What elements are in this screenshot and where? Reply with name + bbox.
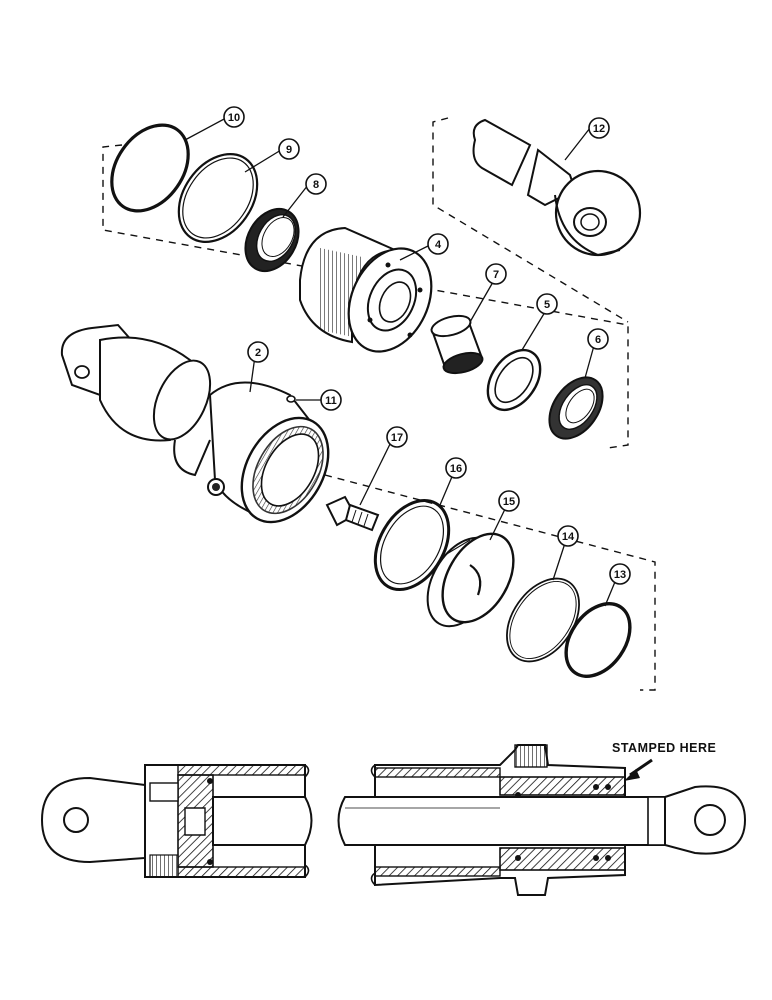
svg-text:10: 10	[228, 112, 240, 124]
callout-6: 6	[587, 328, 609, 350]
callout-13: 13	[609, 563, 631, 585]
callout-10: 10	[223, 106, 245, 128]
part-10-o-ring	[110, 123, 190, 213]
callout-12: 12	[588, 117, 610, 139]
part-2-cylinder-barrel	[60, 323, 330, 524]
callout-16: 16	[445, 457, 467, 479]
part-9-backup-ring	[177, 153, 259, 243]
part-4-gland	[299, 226, 433, 353]
leader-lines	[184, 117, 618, 607]
stamp-note: STAMPED HERE	[612, 741, 716, 755]
svg-text:8: 8	[313, 179, 319, 191]
part-5-ring	[486, 348, 542, 412]
part-15-piston	[426, 532, 515, 628]
callout-7: 7	[485, 263, 507, 285]
callout-2: 2	[247, 341, 269, 363]
svg-text:15: 15	[503, 496, 515, 508]
part-13-o-ring	[564, 602, 632, 678]
part-6-seal	[548, 376, 604, 440]
callout-8: 8	[305, 173, 327, 195]
svg-text:6: 6	[595, 334, 601, 346]
callouts: 10 9 8 4 12 7 5 6 2 11 17 16 15 14 13	[223, 106, 631, 585]
svg-text:16: 16	[450, 463, 462, 475]
svg-text:7: 7	[493, 269, 499, 281]
callout-9: 9	[278, 138, 300, 160]
callout-14: 14	[557, 525, 579, 547]
part-11-fitting	[286, 395, 296, 403]
callout-17: 17	[386, 426, 408, 448]
svg-text:11: 11	[325, 395, 337, 407]
svg-text:13: 13	[614, 569, 626, 581]
part-12-rod	[472, 118, 642, 257]
svg-text:12: 12	[593, 123, 605, 135]
svg-text:4: 4	[435, 239, 442, 251]
part-8-wiper-seal	[244, 208, 300, 272]
svg-text:9: 9	[286, 144, 292, 156]
part-17-bolt	[325, 495, 380, 532]
svg-text:2: 2	[255, 347, 261, 359]
svg-text:17: 17	[391, 432, 403, 444]
callout-5: 5	[536, 293, 558, 315]
part-7-bushing	[430, 314, 484, 375]
svg-text:14: 14	[562, 531, 575, 543]
callout-15: 15	[498, 490, 520, 512]
svg-text:5: 5	[544, 299, 550, 311]
callout-4: 4	[427, 233, 449, 255]
callout-11: 11	[320, 389, 342, 411]
section-view: STAMPED HERE	[40, 741, 747, 896]
